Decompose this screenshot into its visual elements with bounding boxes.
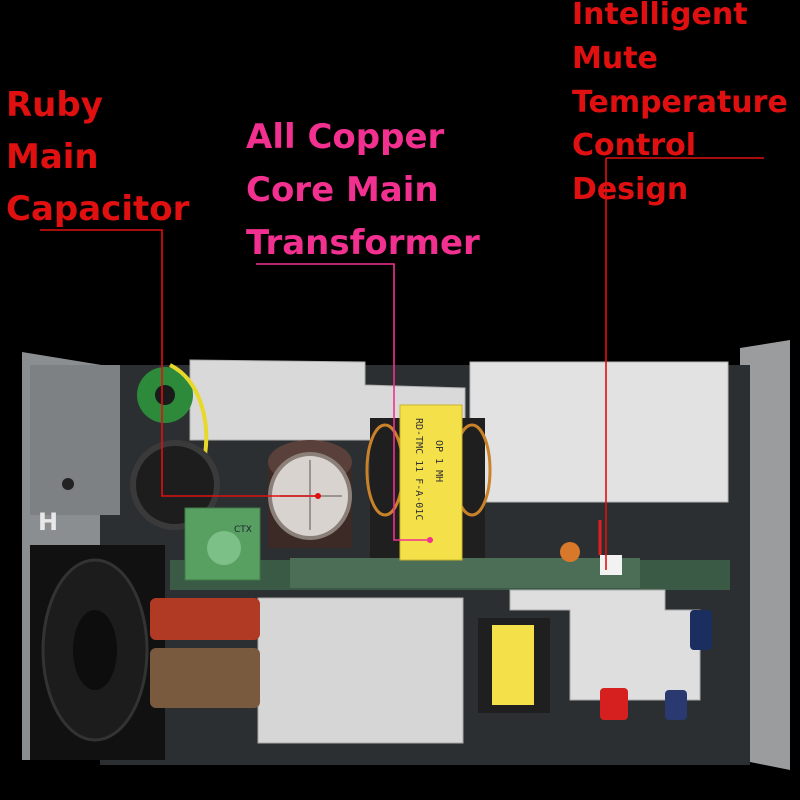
transformer-marking-2: OP 1 MH [433,440,444,482]
label-transformer-line-2: Core Main [246,170,439,210]
label-temperature-line-3: Temperature [572,85,788,120]
small-red-capacitor [600,688,628,720]
green-toroid [137,363,209,456]
heatsink-bottom-left [257,597,464,744]
ctx-filter-choke: CTX [184,507,261,581]
label-temperature-line-1: Intelligent [572,0,748,32]
transformer-leader-dot [427,537,433,543]
fan-connector [600,555,622,575]
heatsink-top-right [469,361,729,503]
thermistor [560,542,580,562]
small-blue-capacitor [665,690,687,720]
ruby-main-capacitor [268,440,352,548]
choke-marking: CTX [234,525,252,535]
capacitor-leader-dot [315,493,321,499]
brown-component [150,648,260,708]
label-capacitor-line-1: Ruby [6,85,103,125]
label-temperature-line-4: Control [572,128,697,163]
label-transformer-line-1: All Copper [246,117,445,157]
black-inductor [130,440,220,530]
cooling-fan [30,545,165,760]
label-capacitor-line-3: Capacitor [6,189,190,229]
leader-lines [40,157,764,570]
small-capacitor [690,610,712,650]
label-temperature-line-5: Design [572,172,689,207]
label-capacitor-line-2: Main [6,137,99,177]
label-temperature-line-2: Mute [572,41,658,76]
x-capacitor [150,598,260,640]
standby-transformer [478,618,550,713]
transformer-leader-line [256,263,430,541]
capacitor-leader-line [40,229,318,497]
main-transformer: RD-TMC 11 F-A-01C OP 1 MH [365,404,492,561]
label-transformer-line-3: Transformer [246,223,480,263]
transformer-marking-1: RD-TMC 11 F-A-01C [413,418,424,520]
svg-text:H: H [38,508,58,536]
heatsink-bottom-right [509,589,701,701]
